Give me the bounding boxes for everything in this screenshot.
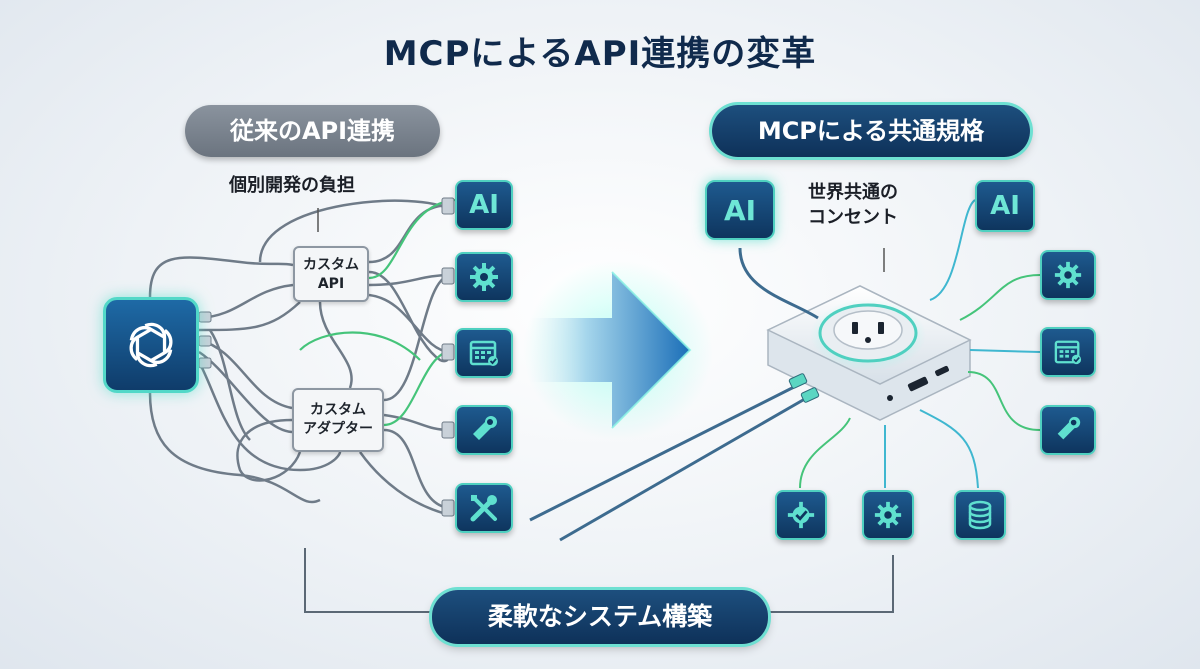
custom-adapter-line1: カスタム: [310, 402, 366, 418]
ai-tile-right-top-text: AI: [990, 191, 1020, 221]
calendar-tile-left: [455, 328, 513, 378]
gear-icon: [1054, 261, 1082, 289]
heading-mcp-standard: MCPによる共通規格: [712, 105, 1030, 157]
custom-api-line2: API: [317, 276, 345, 292]
ai-tile-right-left-text: AI: [723, 193, 757, 227]
gear-check-tile: [775, 490, 827, 540]
flexible-system-label: 柔軟なシステム構築: [432, 590, 768, 644]
custom-adapter-box: カスタム アダプター: [292, 388, 384, 452]
outlet-label-line2: コンセント: [808, 207, 898, 228]
outlet-label-line1: 世界共通の: [808, 182, 898, 203]
gear-icon: [874, 501, 902, 529]
wrench-tile-right: [1040, 405, 1096, 455]
ai-tile-right-left: AI: [705, 180, 775, 240]
page-title: MCPによるAPI連携の変革: [383, 34, 817, 74]
ai-tile-left: AI: [455, 180, 513, 230]
database-tile: [954, 490, 1006, 540]
wrench-icon: [473, 416, 497, 440]
gear-tile-right: [1040, 250, 1096, 300]
wrench-tile-left: [455, 405, 513, 455]
calendar-tile-right: [1040, 327, 1096, 377]
heading-conventional-api: 従来のAPI連携: [185, 105, 440, 157]
gear-icon: [470, 263, 498, 291]
custom-adapter-line2: アダプター: [303, 421, 373, 437]
calendar-icon: [469, 340, 498, 366]
gear-check-icon: [787, 501, 815, 529]
ai-tile-right-top: AI: [975, 180, 1035, 232]
wrench-icon: [1057, 416, 1081, 440]
calendar-icon: [1054, 340, 1082, 365]
custom-api-box: カスタム API: [293, 246, 369, 302]
tools-tile-left: [455, 483, 513, 533]
database-icon: [968, 500, 992, 530]
openai-logo-icon: [129, 322, 173, 368]
openai-logo-hub: [103, 297, 199, 393]
gear-tile-bottom: [862, 490, 914, 540]
ai-tile-left-text: AI: [469, 190, 499, 220]
burden-label: 個別開発の負担: [229, 175, 355, 196]
custom-api-line1: カスタム: [303, 257, 359, 273]
gear-tile-left: [455, 252, 513, 302]
outlet-label: 世界共通の コンセント: [808, 180, 958, 230]
tools-icon: [470, 495, 497, 522]
